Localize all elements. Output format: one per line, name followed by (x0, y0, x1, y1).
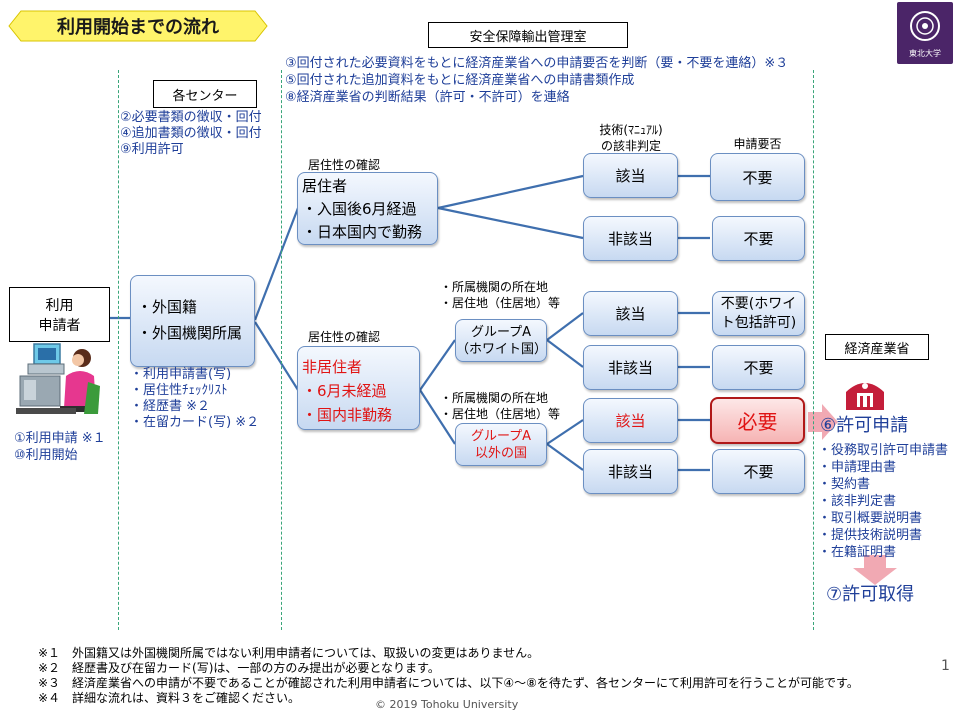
guide-line-right (813, 70, 814, 630)
nonresident-title: 非居住者 (302, 358, 363, 376)
nonresident-item: ・国内非勤務 (302, 406, 393, 424)
judgment-applicable-2: 該当 (583, 291, 678, 336)
center-notes: ②必要書類の徴収・回付 ④追加書類の徴収・回付 ⑨利用許可 (120, 110, 262, 158)
logo-text: 東北大学 (909, 49, 941, 58)
location-note: ・居住地（住居地）等 (440, 296, 561, 310)
foreign-item: ・外国機関所属 (137, 324, 243, 342)
guide-line-left (118, 70, 119, 630)
location-note: ・所属機関の所在地 (440, 391, 549, 405)
required-doc: ・居住性ﾁｪｯｸﾘｽﾄ (130, 383, 228, 398)
page-title: 利用開始までの流れ (57, 17, 219, 38)
tech-header-line: 技術(ﾏﾆｭｱﾙ) (599, 123, 663, 137)
resident-box: 居住者 ・入国後6月経過 ・日本国内で勤務 (297, 172, 438, 245)
group-non-a-label: グループA (470, 428, 532, 444)
security-office-header: 安全保障輸出管理室 (428, 22, 628, 48)
tech-header-line: の該非判定 (600, 139, 661, 153)
center-note: ⑨利用許可 (120, 142, 184, 157)
need-header: 申請要否 (733, 137, 782, 151)
foreign-item: ・外国籍 (137, 298, 198, 316)
permit-get-step: ⑦許可取得 (826, 584, 915, 605)
guide-line-center (281, 70, 282, 630)
security-note: ⑤回付された追加資料をもとに経済産業省への申請書類作成 (285, 73, 635, 88)
nonresident-item: ・6月未経過 (302, 382, 387, 400)
group-non-a-sub: 以外の国 (474, 445, 527, 461)
centers-header: 各センター (153, 80, 257, 108)
footnote: ※３ 経済産業省への申請が不要であることが確認された利用申請者については、以下④… (38, 676, 859, 690)
footnote: ※２ 経歴書及び在留カード(写)は、一部の方のみ提出が必要となります。 (38, 661, 440, 675)
security-note: ③回付された必要資料をもとに経済産業省への申請要否を判断（要・不要を連絡）※３ (285, 56, 789, 71)
seal-icon (910, 11, 940, 41)
group-a-box: グループA （ホワイト国） (455, 319, 547, 362)
group-a-label: グループA (470, 324, 532, 340)
meti-header: 経済産業省 (825, 334, 929, 360)
need-required: 必要 (710, 397, 805, 444)
need-white-line: 不要(ホワイ (720, 295, 797, 312)
application-doc: ・提供技術説明書 (818, 528, 923, 543)
group-non-a-box: グループA 以外の国 (455, 423, 547, 466)
location-note-top: ・所属機関の所在地 ・居住地（住居地）等 (440, 279, 560, 311)
required-doc: ・経歴書 ※２ (130, 399, 211, 414)
residency-label-bottom: 居住性の確認 (308, 330, 381, 344)
nonresident-box: 非居住者 ・6月未経過 ・国内非勤務 (297, 346, 420, 430)
resident-item: ・入国後6月経過 (302, 200, 417, 218)
application-doc: ・申請理由書 (818, 460, 897, 475)
applicant-step: ①利用申請 ※１ (14, 431, 106, 446)
need-not-required-white: 不要(ホワイ ト包括許可) (712, 291, 805, 336)
application-doc: ・取引概要説明書 (818, 511, 923, 526)
need-not-required-3: 不要 (712, 345, 805, 390)
foreign-box: ・外国籍 ・外国機関所属 (130, 275, 255, 367)
meti-logo-icon (846, 383, 884, 410)
application-doc: ・契約書 (818, 477, 871, 492)
location-note: ・所属機関の所在地 (440, 280, 549, 294)
need-not-required-2: 不要 (712, 216, 805, 261)
footnotes: ※１ 外国籍又は外国機関所属ではない利用申請者については、取扱いの変更はありませ… (38, 646, 859, 706)
group-a-sub: （ホワイト国） (456, 341, 548, 357)
need-white-line: ト包括許可) (720, 314, 797, 331)
judgment-not-applicable-3: 非該当 (583, 449, 678, 494)
need-not-required-1: 不要 (710, 153, 805, 201)
computer-user-icon (16, 343, 100, 414)
application-doc: ・役務取引許可申請書 (818, 443, 949, 458)
applicant-line1: 利用 (45, 297, 74, 314)
center-note: ④追加書類の徴収・回付 (120, 126, 262, 141)
judgment-not-applicable-1: 非該当 (583, 216, 678, 261)
permit-apply-step: ⑥許可申請 (820, 415, 909, 436)
application-docs: ・役務取引許可申請書 ・申請理由書 ・契約書 ・該非判定書 ・取引概要説明書 ・… (818, 442, 948, 561)
footnote: ※４ 詳細な流れは、資料３をご確認ください。 (38, 691, 301, 705)
judgment-applicable-3: 該当 (583, 398, 678, 443)
tech-judgment-header: 技術(ﾏﾆｭｱﾙ) の該非判定 (586, 122, 676, 154)
applicant-step: ⑩利用開始 (14, 448, 78, 463)
applicant-steps: ①利用申請 ※１ ⑩利用開始 (14, 430, 106, 464)
application-doc: ・該非判定書 (818, 494, 897, 509)
security-notes: ③回付された必要資料をもとに経済産業省への申請要否を判断（要・不要を連絡）※３ … (285, 55, 788, 106)
need-not-required-4: 不要 (712, 449, 805, 494)
location-note: ・居住地（住居地）等 (440, 407, 561, 421)
applicant-box: 利用 申請者 (9, 287, 110, 342)
required-docs: ・利用申請書(写) ・居住性ﾁｪｯｸﾘｽﾄ ・経歴書 ※２ ・在留カード(写) … (130, 367, 259, 431)
required-doc: ・利用申請書(写) (130, 367, 232, 382)
application-doc: ・在籍証明書 (818, 545, 897, 560)
judgment-not-applicable-2: 非該当 (583, 345, 678, 390)
applicant-line2: 申請者 (38, 317, 81, 334)
resident-title: 居住者 (302, 177, 348, 195)
judgment-applicable-1: 該当 (583, 153, 678, 198)
footnote: ※１ 外国籍又は外国機関所属ではない利用申請者については、取扱いの変更はありませ… (38, 646, 540, 660)
copyright: © 2019 Tohoku University (375, 698, 519, 711)
center-note: ②必要書類の徴収・回付 (120, 110, 262, 125)
location-note-bottom: ・所属機関の所在地 ・居住地（住居地）等 (440, 390, 560, 422)
residency-label-top: 居住性の確認 (308, 158, 381, 172)
page-number: 1 (941, 658, 950, 674)
resident-item: ・日本国内で勤務 (302, 223, 423, 241)
university-logo: 東北大学 (897, 2, 953, 64)
title-banner: 利用開始までの流れ (7, 9, 269, 43)
required-doc: ・在留カード(写) ※２ (130, 415, 260, 430)
security-note: ⑧経済産業省の判断結果（許可・不許可）を連絡 (285, 90, 570, 105)
